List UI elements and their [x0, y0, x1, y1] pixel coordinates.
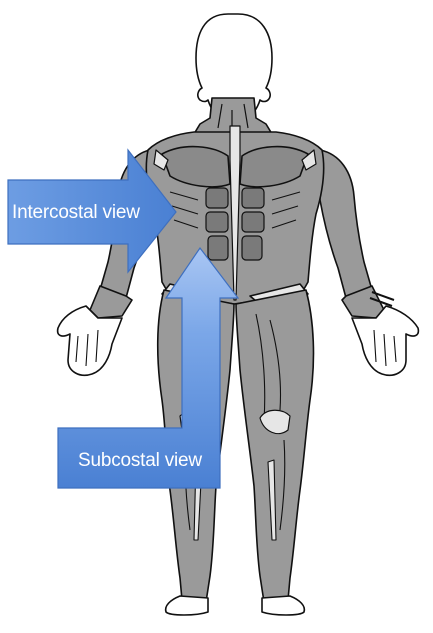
right-upper-arm — [320, 150, 372, 298]
human-muscle-figure — [58, 14, 419, 615]
intercostal-view-label: Intercostal view — [12, 202, 140, 224]
right-foot — [262, 596, 304, 615]
subcostal-view-label: Subcostal view — [78, 450, 202, 472]
left-foot — [166, 596, 208, 615]
right-leg — [236, 290, 313, 602]
